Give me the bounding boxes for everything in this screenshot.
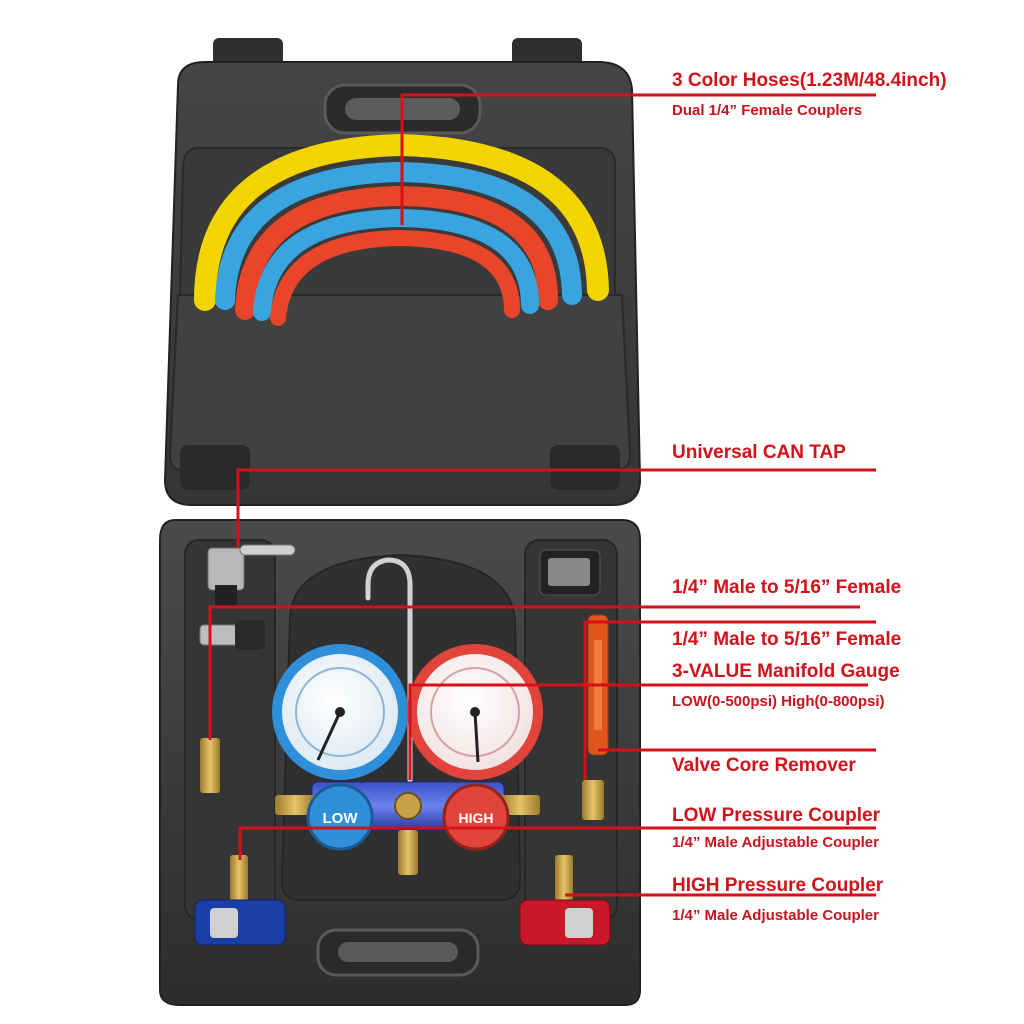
adapter-left (200, 738, 220, 793)
blue-hose (215, 161, 582, 310)
high-pressure-coupler (519, 855, 611, 946)
low-knob: LOW (306, 783, 374, 851)
low-pressure-gauge (272, 644, 408, 780)
callout-core-remover-title: Valve Core Remover (672, 755, 856, 776)
leader-adapter-left (208, 605, 860, 740)
low-pressure-coupler (194, 855, 286, 946)
case-lid (163, 38, 642, 506)
callout-low-coupler-title: LOW Pressure Coupler (672, 805, 880, 826)
callout-adapter-2-title: 1/4” Male to 5/16” Female (672, 629, 902, 650)
adapter-right (582, 780, 604, 820)
callout-adapter-1-title: 1/4” Male to 5/16” Female (672, 577, 902, 598)
yellow-hose (194, 133, 609, 311)
high-knob: HIGH (442, 783, 510, 851)
callout-manifold-subtitle: LOW(0-500psi) High(0-800psi) (672, 693, 885, 710)
lid-clip-right (550, 445, 620, 490)
callout-hoses-subtitle: Dual 1/4” Female Couplers (672, 102, 863, 119)
gauge-hook (365, 557, 413, 783)
lid-flap (168, 294, 632, 471)
leader-adapter-right (583, 620, 876, 780)
manifold-port-bottom (398, 830, 418, 875)
callout-high-coupler-title: HIGH Pressure Coupler (672, 875, 884, 896)
leader-low-coupler (238, 826, 876, 860)
can-tap (199, 544, 296, 650)
leader-hoses (400, 93, 876, 225)
high-pressure-gauge (407, 644, 543, 780)
manifold-port-right (500, 795, 540, 815)
leader-manifold (408, 683, 868, 780)
hoses (194, 133, 609, 326)
callout-lines (208, 93, 876, 897)
red-hose (235, 185, 558, 320)
high-knob-label: HIGH (459, 810, 494, 826)
leader-can-tap (236, 468, 876, 548)
callout-high-coupler-subtitle: 1/4” Male Adjustable Coupler (672, 907, 879, 924)
callout-can-tap-title: Universal CAN TAP (672, 442, 846, 463)
callout-hoses-title: 3 Color Hoses(1.23M/48.4inch) (672, 70, 947, 91)
lid-clip-left (180, 445, 250, 490)
manifold-port-left (275, 795, 315, 815)
callout-low-coupler-subtitle: 1/4” Male Adjustable Coupler (672, 834, 879, 851)
callout-manifold-title: 3-VALUE Manifold Gauge (672, 661, 900, 682)
case-base: LOW HIGH (159, 519, 641, 1006)
low-knob-label: LOW (323, 810, 359, 827)
sight-glass (394, 792, 422, 820)
